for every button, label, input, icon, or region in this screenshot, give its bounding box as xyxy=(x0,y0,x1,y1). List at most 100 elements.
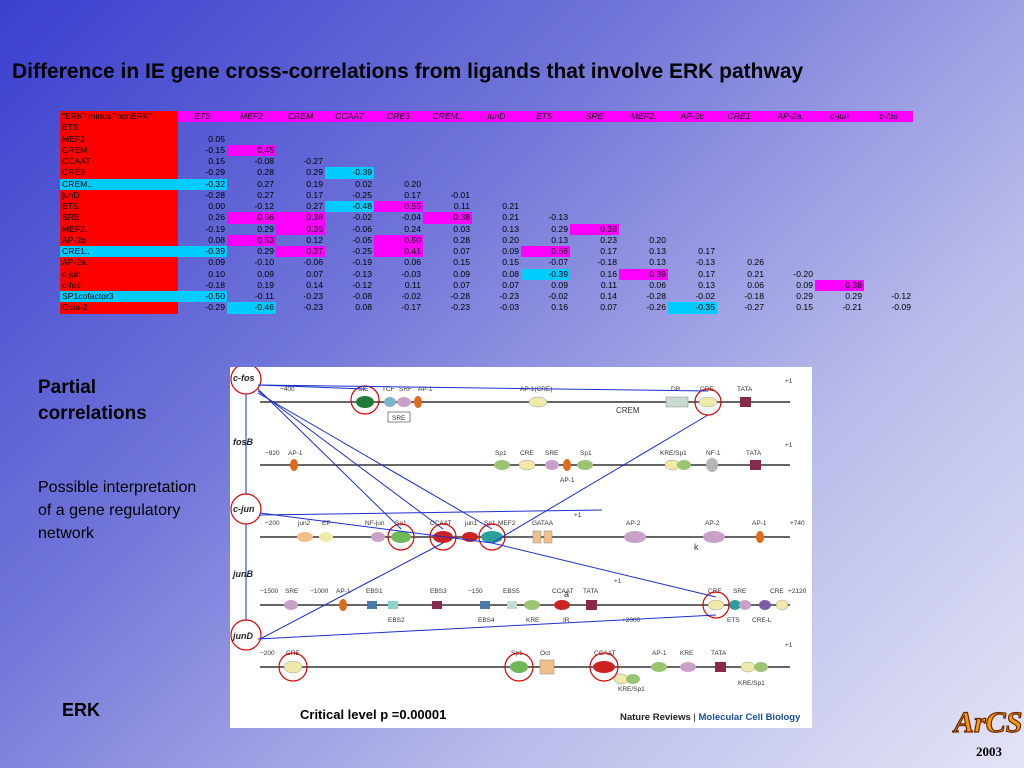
table-cell xyxy=(766,134,815,145)
table-cell: -0.02 xyxy=(548,291,568,302)
table-cell: -0.27 xyxy=(744,302,764,313)
table-cell xyxy=(276,145,325,156)
table-cell: -0.19 xyxy=(205,223,225,234)
table-cell: -0.20 xyxy=(793,268,813,279)
table-cell xyxy=(619,122,668,133)
table-cell xyxy=(374,145,423,156)
table-cell: -0.15 xyxy=(205,144,225,155)
table-cell: 0.00 xyxy=(208,201,225,212)
table-cell: -0.12 xyxy=(891,291,911,302)
table-cell: 0.27 xyxy=(306,201,323,212)
row-label: MEF2. xyxy=(60,223,178,235)
table-cell: 0.17 xyxy=(600,246,617,257)
svg-text:−1500: −1500 xyxy=(260,588,279,595)
column-header: CREM xyxy=(276,111,325,123)
table-cell xyxy=(717,190,766,201)
table-cell: -0.12 xyxy=(254,201,274,212)
table-cell: -0.17 xyxy=(401,302,421,313)
svg-text:AP-1: AP-1 xyxy=(752,520,767,527)
promoter-diagram: c-fos fosB c-jun junB junD −400 SIE TCF … xyxy=(230,363,807,693)
svg-text:AP-2: AP-2 xyxy=(705,520,720,527)
gene-label-c-jun: c-jun xyxy=(233,504,255,514)
table-cell: -0.10 xyxy=(254,257,274,268)
table-cell xyxy=(815,212,864,223)
column-header: CREM.. xyxy=(423,111,472,123)
table-cell xyxy=(570,122,619,133)
table-cell: 0.05 xyxy=(208,133,225,144)
table-cell: 0.29 xyxy=(306,167,323,178)
table-cell xyxy=(766,212,815,223)
table-cell xyxy=(325,122,374,133)
table-cell: 0.26 xyxy=(747,257,764,268)
table-cell: 0.21 xyxy=(502,212,519,223)
table-cell: -0.26 xyxy=(646,302,666,313)
svg-text:EBS2: EBS2 xyxy=(388,617,405,624)
table-cell: 0.09 xyxy=(257,268,274,279)
row-label: SRE xyxy=(60,212,178,224)
table-cell xyxy=(521,122,570,133)
table-cell xyxy=(472,190,521,201)
column-header: AP-2a. xyxy=(766,111,815,123)
row-label: AP-2b xyxy=(60,234,178,246)
table-cell xyxy=(374,156,423,167)
table-cell xyxy=(570,156,619,167)
table-cell: -0.50 xyxy=(178,291,227,303)
svg-text:+1: +1 xyxy=(614,578,622,585)
table-cell: 0.29 xyxy=(845,291,862,302)
svg-text:TATA: TATA xyxy=(711,650,727,657)
table-cell: 0.53 xyxy=(227,234,276,246)
table-cell xyxy=(717,134,766,145)
table-cell: -0.13 xyxy=(352,268,372,279)
table-cell: 0.07 xyxy=(453,279,470,290)
table-cell xyxy=(619,179,668,190)
table-cell: -0.46 xyxy=(227,302,276,314)
table-cell: 0.08 xyxy=(502,268,519,279)
column-header: AP-2b xyxy=(668,111,717,123)
table-cell xyxy=(374,134,423,145)
table-cell: 0.12 xyxy=(306,234,323,245)
table-cell: 0.06 xyxy=(649,279,666,290)
table-cell: 0.07 xyxy=(306,268,323,279)
gene-label-junb: junB xyxy=(232,569,253,579)
table-cell: 0.03 xyxy=(453,223,470,234)
table-cell xyxy=(766,167,815,178)
table-cell xyxy=(864,145,913,156)
row-label: CRE1.. xyxy=(60,246,178,258)
svg-text:Oct: Oct xyxy=(540,650,550,657)
svg-text:KRE: KRE xyxy=(526,617,540,624)
svg-text:CRE: CRE xyxy=(770,588,784,595)
table-cell: 0.02 xyxy=(355,178,372,189)
table-cell: -0.25 xyxy=(352,189,372,200)
table-cell: 0.28 xyxy=(453,234,470,245)
row-label: AP-2a. xyxy=(60,257,178,269)
table-cell xyxy=(276,122,325,133)
table-cell: 0.29 xyxy=(796,291,813,302)
table-cell xyxy=(423,122,472,133)
gene-regulatory-figure: c-fos fosB c-jun junB junD −400 SIE TCF … xyxy=(230,363,812,728)
table-cell: 0.17 xyxy=(306,189,323,200)
svg-text:CCAAT: CCAAT xyxy=(552,588,574,595)
table-cell xyxy=(815,134,864,145)
svg-text:+2000: +2000 xyxy=(622,617,641,624)
table-cell: 0.09 xyxy=(208,257,225,268)
table-cell: -0.09 xyxy=(891,302,911,313)
svg-text:SRE: SRE xyxy=(545,450,559,457)
table-cell xyxy=(570,179,619,190)
table-cell xyxy=(668,201,717,212)
table-cell xyxy=(570,201,619,212)
svg-text:GATAA: GATAA xyxy=(532,520,554,527)
svg-text:AP-1: AP-1 xyxy=(560,477,575,484)
table-cell: 0.28 xyxy=(257,167,274,178)
arcs-logo: ArCS xyxy=(951,700,1024,742)
table-cell: -0.32 xyxy=(178,178,227,190)
table-cell: -0.08 xyxy=(352,291,372,302)
table-cell xyxy=(619,190,668,201)
table-cell xyxy=(766,201,815,212)
table-cell: -0.01 xyxy=(450,189,470,200)
table-cell xyxy=(668,122,717,133)
svg-text:AP-1: AP-1 xyxy=(652,650,667,657)
